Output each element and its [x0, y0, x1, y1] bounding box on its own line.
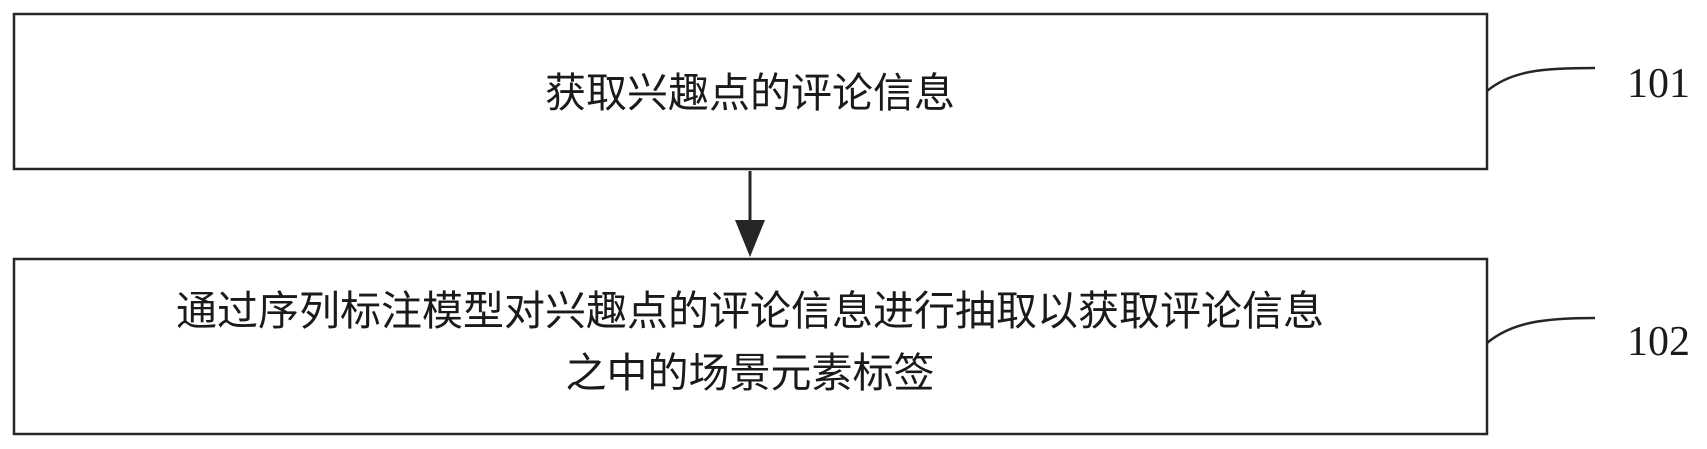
step-102-number: 102: [1627, 319, 1690, 365]
step-101-box: [12, 12, 1489, 171]
step-102: 通过序列标注模型对兴趣点的评论信息进行抽取以获取评论信息 之中的场景元素标签: [12, 257, 1489, 436]
step-102-text-line-2: 之中的场景元素标签: [566, 349, 935, 397]
flow-arrow-head: [735, 220, 765, 257]
step-102-leader: [1486, 316, 1596, 344]
flow-arrow: [735, 171, 765, 257]
step-101-leader: [1486, 66, 1596, 92]
step-101-text: 获取兴趣点的评论信息: [545, 69, 955, 117]
step-101: 获取兴趣点的评论信息: [12, 12, 1489, 171]
step-102-box: [12, 257, 1489, 436]
step-102-text-line-1: 通过序列标注模型对兴趣点的评论信息进行抽取以获取评论信息: [176, 287, 1324, 335]
step-101-number: 101: [1627, 61, 1690, 107]
